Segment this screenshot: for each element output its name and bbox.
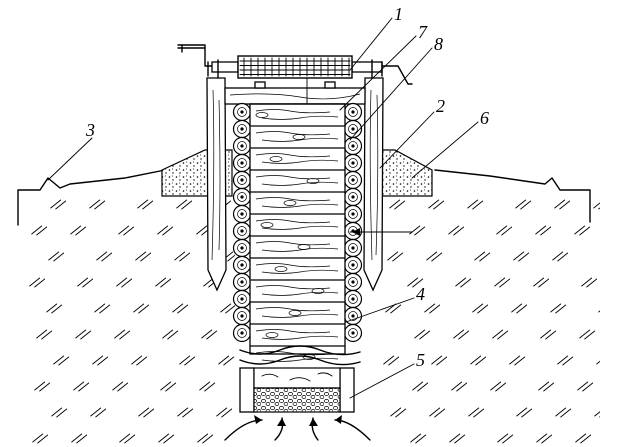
soil-hatching (29, 199, 600, 444)
top-collar (224, 81, 366, 105)
callout-1: 1 (394, 4, 403, 24)
ground-surface-3 (17, 169, 591, 226)
leader-lines (47, 17, 479, 399)
callout-2: 2 (436, 96, 445, 116)
callout-3: 3 (85, 120, 95, 140)
callout-labels: 1 7 8 2 6 3 4 5 (85, 4, 489, 370)
callout-5: 5 (416, 350, 425, 370)
gravel-filter-5 (239, 367, 355, 413)
callout-7: 7 (418, 22, 428, 42)
windlass-drum-1 (177, 44, 413, 85)
callout-4: 4 (416, 284, 425, 304)
water-inflow-arrows (224, 415, 371, 441)
callout-6: 6 (480, 108, 489, 128)
support-posts-2 (206, 77, 384, 292)
callout-8: 8 (434, 34, 443, 54)
thickness-arrow (349, 228, 413, 236)
break-line (239, 345, 361, 366)
timber-shaft-7 (249, 103, 346, 362)
